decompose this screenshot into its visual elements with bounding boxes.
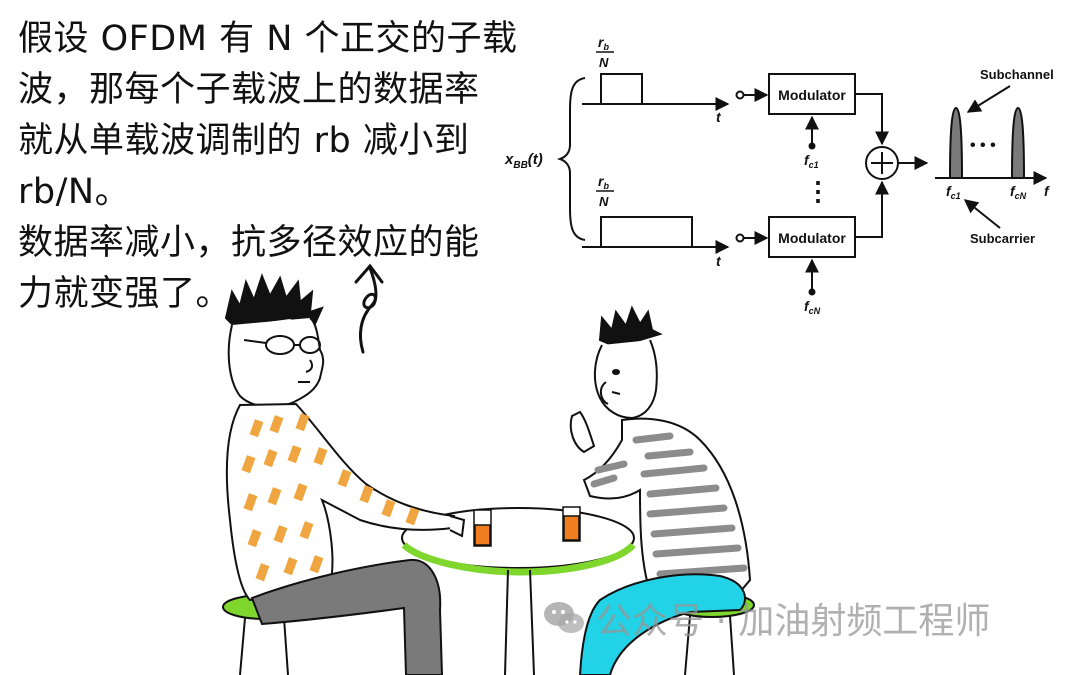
subchannel-1 [948,106,964,179]
spectrum-f-axis: f [1044,183,1050,199]
caption-line: 力就变强了。 [18,274,232,314]
split-brace [556,77,586,241]
pants-right [578,573,746,675]
modulator-label-1: Modulator [778,87,846,103]
carrier-label-1: fc1 [804,152,819,170]
subcarrier-label: Subcarrier [970,231,1035,246]
caption-text: 假设 OFDM 有 N 个正交的子载 波，那每个子载波上的数据率 就从单载波调制… [18,14,518,320]
person-left [224,273,466,675]
pulse-bottom [598,216,693,248]
rate-den-bottom: N [599,194,609,209]
time-axis-bottom: t [716,253,722,269]
modulator-label-n: Modulator [778,230,846,246]
carrier-label-n: fcN [804,298,821,316]
juice-glass-left [473,509,492,547]
time-axis-top: t [716,109,722,125]
ofdm-block-diagram: xBB(t) rb N t rb N t Modulator [504,34,1054,316]
caption-line: 假设 OFDM 有 N 个正交的子载 [18,19,518,59]
caption-line: 数据率减小，抗多径效应的能 [18,223,480,263]
caption-line: rb/N。 [18,172,131,212]
modulator-block-1 [768,73,856,115]
horizontal-ellipsis: • • • [970,137,996,154]
subchannel-label: Subchannel [980,67,1054,82]
wechat-icon [544,602,584,633]
pulse-top [598,73,643,105]
thought-arrow-doodle [354,263,384,354]
spectrum-fcn: fcN [1010,183,1027,201]
rate-label-bottom: rb [598,173,609,191]
vertical-ellipsis: ⋮ [805,176,831,206]
watermark: 公众号 · 加油射频工程师 [542,592,990,644]
juice-glass-right [562,506,581,542]
caption-line: 波，那每个子载波上的数据率 [18,70,480,110]
pants-left [250,558,444,675]
modulator-block-n [768,216,856,258]
rate-label-top: rb [598,34,609,52]
input-signal-label: xBB(t) [504,151,543,171]
subchannel-n [1010,106,1026,179]
shirt-left [225,402,456,602]
watermark-text: 公众号 · 加油射频工程师 [596,601,991,642]
spectrum-fc1: fc1 [946,183,961,201]
caption-line: 就从单载波调制的 rb 减小到 [18,121,470,161]
rate-den-top: N [599,55,609,70]
person-right [569,305,752,675]
